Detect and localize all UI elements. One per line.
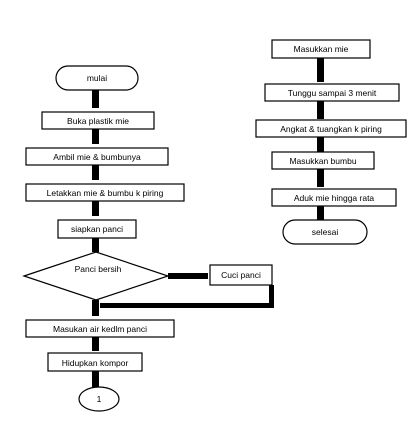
connector-label: 1	[97, 394, 102, 404]
process-label: Hidupkan kompor	[62, 358, 129, 368]
process-label: Ambil mie & bumbunya	[53, 152, 141, 162]
arrow-step4-to-decision	[92, 238, 99, 252]
process-buka-plastik: Buka plastik mie	[41, 111, 155, 130]
process-siapkan-panci: siapkan panci	[57, 219, 137, 239]
arrow-step6-to-connector	[92, 371, 99, 387]
process-masukkan-bumbu: Masukkan bumbu	[271, 151, 375, 170]
arrow-decision-to-cuci	[168, 273, 208, 279]
arrow-r5-to-end	[317, 206, 324, 220]
process-label: Letakkan mie & bumbu k piring	[47, 188, 164, 198]
process-label: Aduk mie hingga rata	[294, 193, 375, 203]
process-masukkan-mie: Masukkan mie	[271, 39, 371, 59]
process-label: Buka plastik mie	[67, 116, 129, 126]
terminal-start: mulai	[55, 65, 139, 91]
terminal-end-label: selesai	[312, 227, 339, 237]
process-tunggu: Tunggu sampai 3 menit	[264, 83, 400, 102]
arrow-decision-to-step5	[92, 300, 99, 316]
process-label: Masukkan bumbu	[289, 156, 356, 166]
arrow-step2-to-step3	[92, 165, 99, 180]
arrow-r2-to-r3	[317, 101, 324, 119]
arrow-step1-to-step2	[92, 129, 99, 144]
arrow-step3-to-step4	[92, 201, 99, 216]
process-label: Masukkan mie	[294, 44, 349, 54]
arrow-cuci-return	[100, 285, 274, 308]
process-angkat: Angkat & tuangkan k piring	[255, 119, 407, 138]
process-label: Tunggu sampai 3 menit	[288, 88, 377, 98]
process-hidupkan-kompor: Hidupkan kompor	[47, 352, 143, 372]
process-label: Masukan air kedlm panci	[53, 324, 147, 334]
decision-panci-bersih: Panci bersih	[22, 251, 170, 301]
process-label: siapkan panci	[71, 224, 123, 234]
arrow-r1-to-r2	[317, 58, 324, 82]
arrow-r4-to-r5	[317, 169, 324, 187]
process-cuci-panci: Cuci panci	[209, 264, 273, 286]
arrow-step5-to-step6	[92, 337, 99, 351]
arrow-start-to-step1	[92, 90, 99, 108]
process-letakkan-mie: Letakkan mie & bumbu k piring	[25, 183, 185, 202]
process-label: Cuci panci	[221, 270, 261, 280]
terminal-start-label: mulai	[87, 73, 107, 83]
decision-label: Panci bersih	[75, 264, 122, 274]
process-masukan-air: Masukan air kedlm panci	[25, 319, 175, 338]
process-label: Angkat & tuangkan k piring	[280, 124, 382, 134]
process-aduk-mie: Aduk mie hingga rata	[271, 188, 397, 207]
process-ambil-mie: Ambil mie & bumbunya	[25, 147, 169, 166]
terminal-end: selesai	[282, 219, 368, 245]
connector-1: 1	[78, 386, 120, 412]
arrow-r3-to-r4	[317, 137, 324, 152]
